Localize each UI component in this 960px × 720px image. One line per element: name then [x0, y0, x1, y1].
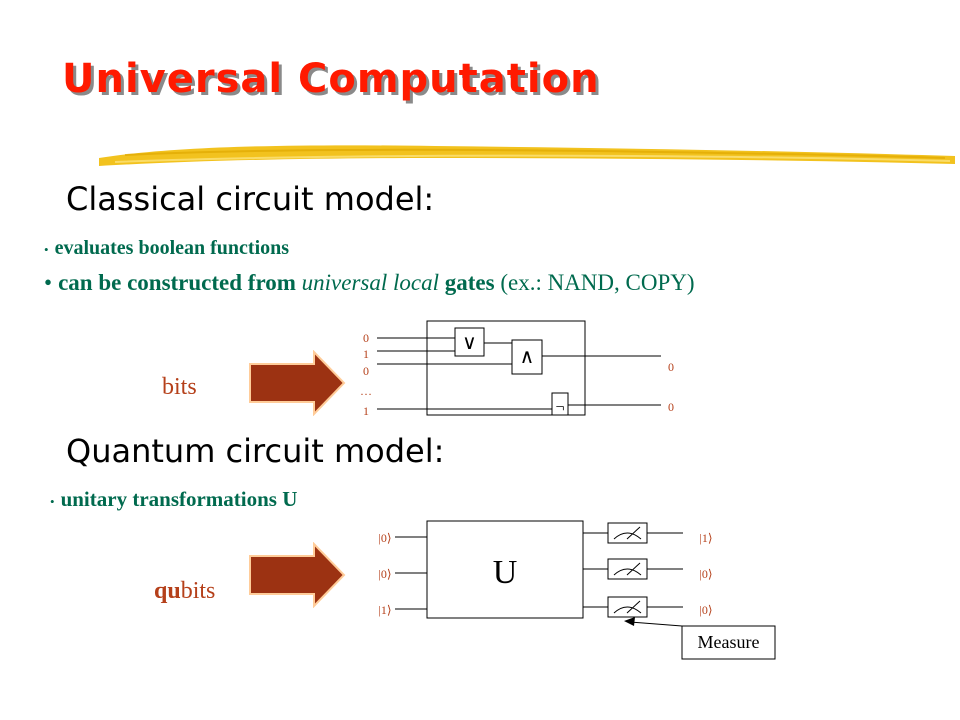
measure-pointer [629, 621, 683, 627]
input-ket: |1⟩ [378, 603, 391, 617]
quantum-bullet-1: • unitary transformations U [50, 487, 297, 512]
classical-circuit-diagram: ∨ ∧ ¬ 0 1 0 … 1 0 0 [360, 320, 674, 418]
qubits-label: qubits [154, 578, 215, 605]
measurement-meter-icon [607, 596, 648, 618]
bullet-text-a: can be constructed from [58, 270, 296, 295]
not-gate-symbol: ¬ [555, 399, 564, 416]
classical-arrow-icon [249, 350, 346, 416]
or-gate [454, 327, 485, 357]
qubits-label-prefix: qu [154, 578, 181, 604]
measure-label: Measure [698, 632, 760, 652]
classical-bullet-1: • evaluates boolean functions [44, 237, 289, 260]
input-label: 0 [363, 331, 369, 345]
slide-title: Universal Computation [62, 56, 600, 102]
and-gate [511, 339, 543, 375]
output-ket: |0⟩ [699, 603, 712, 617]
qubits-label-suffix: bits [180, 578, 216, 604]
input-label: 1 [363, 404, 369, 418]
output-label: 0 [668, 400, 674, 414]
bullet-dot: • [44, 270, 53, 295]
quantum-circuit-diagram: U |0⟩ |0⟩ |1⟩ |1⟩ |0⟩ |0⟩ Measure [378, 520, 776, 660]
measure-pointer-head [624, 617, 635, 626]
bullet-text-b: universal local [301, 270, 439, 295]
quantum-arrow-icon [249, 542, 346, 608]
circuit-box [426, 320, 586, 416]
title-underline-brush [99, 145, 955, 166]
and-gate-symbol: ∧ [520, 346, 535, 368]
input-ket: |0⟩ [378, 531, 391, 545]
or-gate-symbol: ∨ [462, 332, 477, 354]
measurement-meter-icon [607, 522, 648, 544]
measurement-meter-icon [607, 558, 648, 580]
classical-bullet-2: •can be constructed from universal local… [44, 270, 695, 296]
output-ket: |1⟩ [699, 531, 712, 545]
not-gate [551, 392, 569, 416]
input-label: … [360, 384, 372, 398]
input-ket: |0⟩ [378, 567, 391, 581]
measure-callout-box [681, 625, 776, 660]
unitary-label: U [493, 554, 518, 591]
bits-label: bits [162, 374, 197, 400]
input-label: 0 [363, 364, 369, 378]
input-label: 1 [363, 347, 369, 361]
bullet-dot: • [44, 242, 49, 257]
bullet-text: unitary transformations U [60, 487, 298, 511]
bullet-text-d: (ex.: NAND, COPY) [500, 270, 695, 295]
bullet-text: evaluates boolean functions [54, 237, 290, 259]
classical-heading: Classical circuit model: [66, 180, 435, 218]
unitary-box [426, 520, 584, 619]
bullet-dot: • [50, 494, 55, 509]
output-label: 0 [668, 360, 674, 374]
bullet-text-c: gates [444, 270, 495, 295]
quantum-heading: Quantum circuit model: [66, 432, 445, 470]
output-ket: |0⟩ [699, 567, 712, 581]
